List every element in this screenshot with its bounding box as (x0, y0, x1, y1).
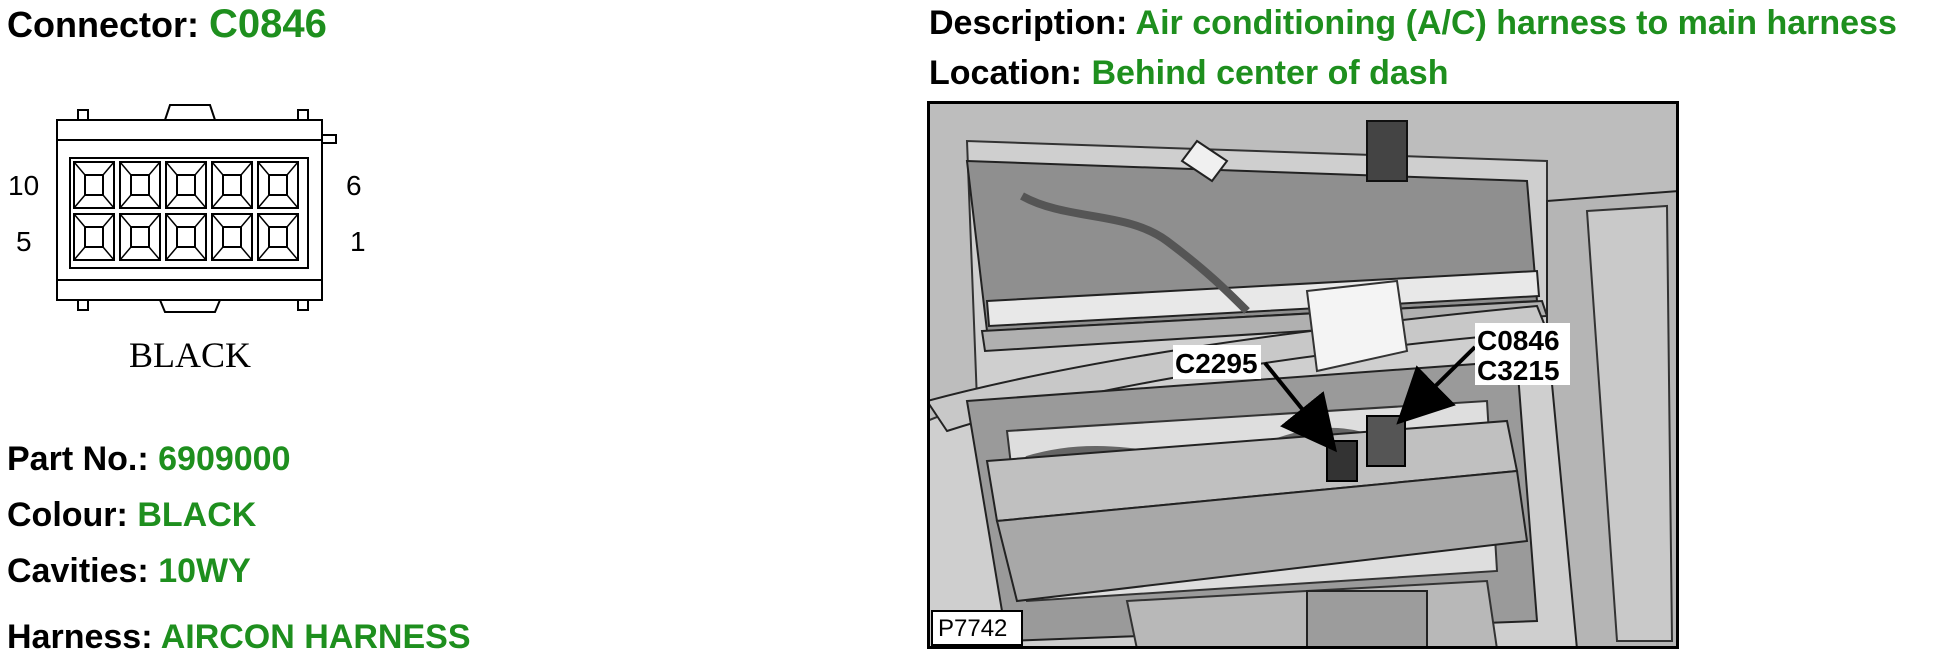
harness-value: AIRCON HARNESS (160, 618, 471, 656)
photo-id-label: P7742 (938, 615, 1007, 642)
cavities-value: 10WY (158, 552, 251, 590)
description-heading: Description: Air conditioning (A/C) harn… (929, 4, 1897, 43)
part-number-label: Part No.: (7, 440, 149, 478)
location-heading: Location: Behind center of dash (929, 54, 1449, 93)
connector-value: C0846 (209, 2, 327, 46)
cavity (165, 213, 207, 261)
connector-face-diagram: 10 6 5 1 BLACK (8, 104, 366, 375)
callout-c2295: C2295 (1175, 348, 1258, 379)
cavity (211, 161, 253, 209)
description-value: Air conditioning (A/C) harness to main h… (1135, 4, 1897, 42)
cavities-row: Cavities: 10WY (7, 552, 251, 591)
harness-label: Harness: (7, 618, 153, 656)
cavity (119, 161, 161, 209)
cavities-label: Cavities: (7, 552, 149, 590)
cavity (165, 161, 207, 209)
pin-number-1: 1 (350, 226, 366, 257)
part-number-value: 6909000 (158, 440, 291, 478)
harness-row: Harness: AIRCON HARNESS (7, 618, 471, 657)
location-value: Behind center of dash (1091, 54, 1449, 92)
colour-row: Colour: BLACK (7, 496, 256, 535)
callout-c0846: C0846 (1477, 325, 1560, 356)
cavity (257, 213, 299, 261)
cavity (73, 213, 115, 261)
callout-c3215: C3215 (1477, 355, 1560, 386)
pin-number-10: 10 (8, 170, 39, 201)
connector-color-caption: BLACK (129, 335, 251, 375)
cavity (73, 161, 115, 209)
colour-value: BLACK (137, 496, 257, 534)
location-illustration: C2295 C0846 C3215 P7742 (927, 101, 1679, 649)
description-label: Description: (929, 4, 1128, 42)
cavity (211, 213, 253, 261)
pin-number-6: 6 (346, 170, 362, 201)
connector-label: Connector: (7, 4, 199, 45)
cavity (257, 161, 299, 209)
cavity (119, 213, 161, 261)
pin-number-5: 5 (16, 226, 32, 257)
connector-heading: Connector: C0846 (7, 2, 327, 47)
cavity-grid (73, 161, 299, 261)
colour-label: Colour: (7, 496, 128, 534)
location-label: Location: (929, 54, 1082, 92)
part-number-row: Part No.: 6909000 (7, 440, 291, 479)
